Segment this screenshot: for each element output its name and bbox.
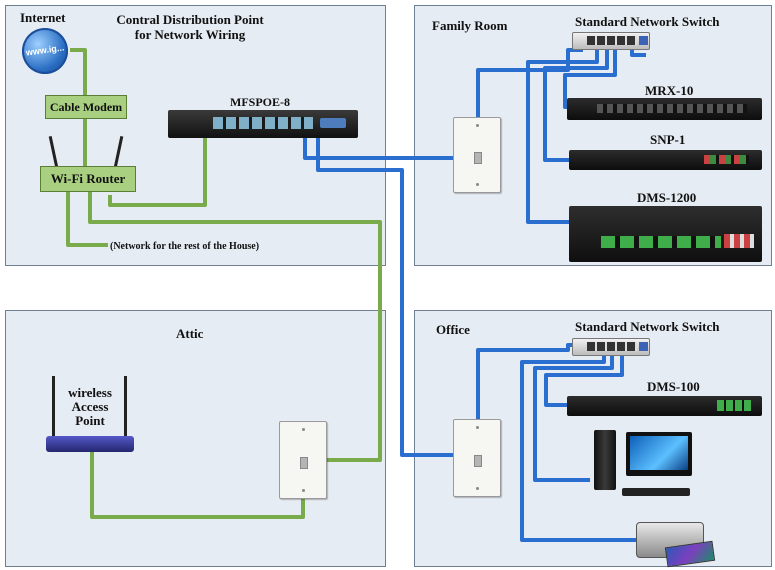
mrx10-device	[567, 98, 762, 120]
dms1200-terminals	[601, 236, 721, 248]
dms1200-inputs	[724, 234, 754, 248]
pc-tower	[594, 430, 616, 490]
distribution-title-line2: for Network Wiring	[134, 27, 246, 42]
family-switch-ports	[587, 36, 637, 45]
mfspoe-label: MFSPOE-8	[230, 95, 290, 109]
wap-antenna-left	[52, 376, 55, 438]
cable-modem: Cable Modem	[45, 95, 127, 119]
blue-cable-fswitch-right	[630, 48, 646, 57]
pc-monitor	[626, 432, 692, 476]
printer-icon	[636, 506, 726, 568]
family-switch-logo	[639, 36, 648, 45]
snp1-label: SNP-1	[650, 132, 686, 147]
globe-text: www.ig...	[25, 42, 65, 58]
attic-wall-plate	[279, 421, 327, 499]
green-cable-internet-modem	[70, 48, 87, 95]
office-title: Office	[436, 322, 470, 337]
blue-cable-fswitch-dms1200	[526, 48, 599, 224]
family-network-switch	[572, 32, 650, 50]
plate-screw	[301, 428, 305, 431]
dms100-device	[567, 396, 762, 416]
dms100-terminals	[717, 400, 751, 411]
pc-keyboard	[622, 488, 690, 496]
plate-screw	[475, 124, 479, 127]
attic-title: Attic	[176, 326, 204, 341]
dms1200-label: DMS-1200	[637, 190, 697, 205]
mfspoe-switch	[168, 110, 358, 138]
snp1-connectors	[704, 155, 749, 164]
snp1-device	[569, 150, 762, 170]
plate-screw	[475, 426, 479, 429]
mrx10-connectors	[597, 104, 747, 113]
blue-cable-oswitch-dms100	[544, 355, 624, 407]
office-switch-logo	[639, 342, 648, 351]
blue-cable-switch-office	[316, 118, 478, 457]
desktop-computer-icon	[580, 428, 700, 500]
green-cable-router-switch	[108, 120, 207, 207]
pc-screen	[630, 436, 688, 470]
wap-antenna-right	[124, 376, 127, 438]
family-wall-plate	[453, 117, 501, 193]
network-jack	[474, 454, 482, 467]
plate-screw	[301, 489, 305, 492]
distribution-title: Contral Distribution Point for Network W…	[95, 12, 285, 42]
distribution-title-line1: Contral Distribution Point	[116, 12, 264, 27]
mfspoe-ports	[213, 117, 313, 129]
plate-screw	[475, 183, 479, 186]
mfspoe-logo	[320, 118, 346, 128]
office-wall-plate	[453, 419, 501, 497]
wap-label-line1: wireless	[68, 385, 112, 400]
wireless-access-point	[46, 436, 134, 452]
office-switch-ports	[587, 342, 637, 351]
plate-screw	[475, 487, 479, 490]
family-room-title: Family Room	[432, 18, 508, 33]
green-cable-attic-wap	[90, 450, 305, 519]
wap-label-line2: Access	[71, 399, 109, 414]
blue-cable-oswitch-pc	[533, 355, 614, 482]
dms1200-device	[569, 206, 762, 262]
office-switch-label: Standard Network Switch	[575, 319, 720, 334]
blue-cable-oswitch-printer	[520, 355, 640, 542]
dms100-label: DMS-100	[647, 379, 700, 394]
wifi-router: Wi-Fi Router	[40, 166, 136, 192]
blue-cable-fswitch-snp	[543, 48, 609, 162]
house-network-label: (Network for the rest of the House)	[110, 241, 260, 252]
family-switch-label: Standard Network Switch	[575, 14, 720, 29]
green-cable-router-attic	[88, 190, 382, 462]
office-network-switch	[572, 338, 650, 356]
network-jack	[300, 456, 308, 469]
wap-label: wireless Access Point	[58, 386, 122, 428]
network-jack	[474, 152, 482, 165]
green-cable-router-house	[66, 190, 108, 247]
internet-label: Internet	[20, 10, 66, 25]
mrx10-label: MRX-10	[645, 83, 694, 98]
globe-icon: www.ig...	[22, 28, 68, 74]
wap-label-line3: Point	[75, 413, 105, 428]
